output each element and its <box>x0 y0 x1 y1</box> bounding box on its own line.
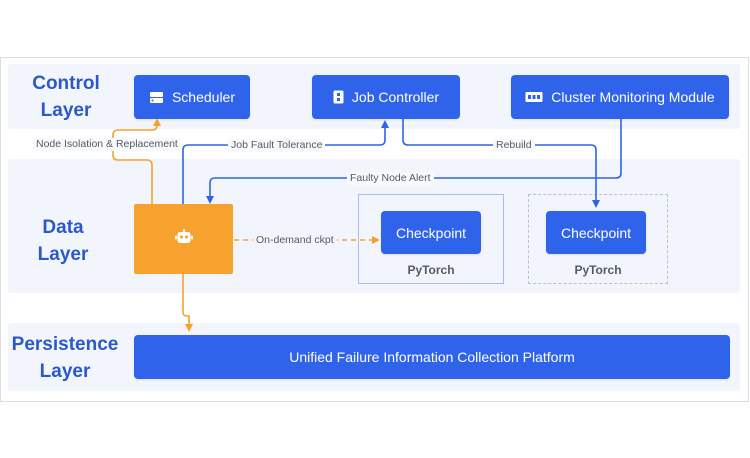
pytorch-container-2 <box>528 194 668 284</box>
label-job-fault-tolerance: Job Fault Tolerance <box>228 139 326 152</box>
edge-agent-to-platform <box>182 274 193 332</box>
cluster-monitoring-label: Cluster Monitoring Module <box>551 89 715 105</box>
checkpoint-1-label: Checkpoint <box>395 224 467 241</box>
label-faulty-node-alert: Faulty Node Alert <box>347 172 434 185</box>
pytorch-label-1: PyTorch <box>407 263 455 277</box>
checkpoint-node-2[interactable]: Checkpoint <box>546 211 646 254</box>
label-node-isolation: Node Isolation & Replacement <box>33 138 181 151</box>
controller-icon <box>333 90 344 104</box>
platform-label: Unified Failure Information Collection P… <box>289 349 575 365</box>
cluster-monitoring-node[interactable]: Cluster Monitoring Module <box>511 75 729 119</box>
job-controller-label: Job Controller <box>351 89 440 105</box>
data-layer-label: Data Layer <box>37 217 89 265</box>
failure-info-platform-node[interactable]: Unified Failure Information Collection P… <box>134 335 730 379</box>
scheduler-node[interactable]: Scheduler <box>134 75 250 119</box>
pytorch-label-2: PyTorch <box>574 263 622 277</box>
control-layer-label: Control Layer <box>32 73 100 121</box>
monitor-rack-icon <box>525 91 543 103</box>
label-on-demand-ckpt: On-demand ckpt <box>253 234 337 247</box>
edge-faulty-node-alert <box>206 119 622 204</box>
server-icon <box>149 91 164 104</box>
edge-node-isolation <box>112 118 161 204</box>
job-controller-node[interactable]: Job Controller <box>312 75 460 119</box>
label-rebuild: Rebuild <box>493 139 535 152</box>
edge-rebuild <box>402 119 600 208</box>
checkpoint-2-label: Checkpoint <box>560 224 632 241</box>
edge-job-fault-tolerance <box>182 120 389 204</box>
robot-icon <box>174 228 193 250</box>
scheduler-label: Scheduler <box>171 89 236 105</box>
agent-node[interactable] <box>134 204 233 274</box>
persistence-layer-label: Persistence Layer <box>11 334 119 382</box>
checkpoint-node-1[interactable]: Checkpoint <box>381 211 481 254</box>
